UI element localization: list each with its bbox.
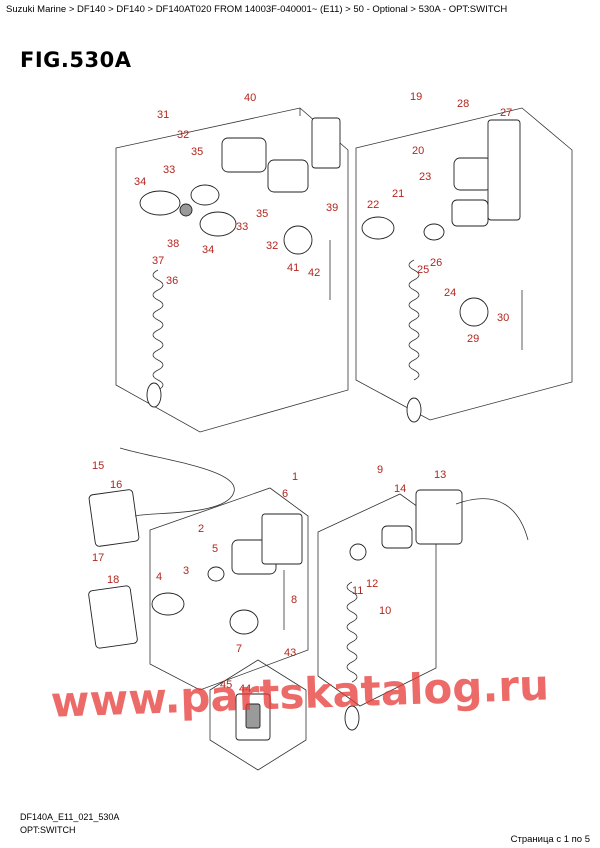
callout-13: 13 xyxy=(434,469,446,481)
callout-labels: 1 2 3 4 5 6 7 8 9 10 11 12 13 14 15 16 1… xyxy=(92,91,512,695)
callout-27: 27 xyxy=(500,107,512,119)
callout-15: 15 xyxy=(92,460,104,472)
callout-29: 29 xyxy=(467,333,479,345)
callout-33: 33 xyxy=(163,164,175,176)
callout-40: 40 xyxy=(244,92,256,104)
callout-4: 4 xyxy=(156,571,162,583)
callout-9: 9 xyxy=(377,464,383,476)
panel-a xyxy=(115,107,349,433)
pager-text: Страница с 1 по 5 xyxy=(510,834,590,845)
callout-12: 12 xyxy=(366,578,378,590)
callout-7: 7 xyxy=(236,643,242,655)
callout-14: 14 xyxy=(394,483,406,495)
callout-6: 6 xyxy=(282,488,288,500)
callout-39: 39 xyxy=(326,202,338,214)
callout-32: 32 xyxy=(177,129,189,141)
callout-24: 24 xyxy=(444,287,456,299)
callout-22: 22 xyxy=(367,199,379,211)
diagram-code: DF140A_E11_021_530A xyxy=(20,812,120,822)
callout-17: 17 xyxy=(92,552,104,564)
callout-30: 30 xyxy=(497,312,509,324)
callout-34-b: 34 xyxy=(202,244,214,256)
callout-37: 37 xyxy=(152,255,164,267)
callout-44: 44 xyxy=(239,683,251,695)
callout-5: 5 xyxy=(212,543,218,555)
panel-e xyxy=(209,659,307,771)
panel-b xyxy=(355,107,573,423)
callout-28: 28 xyxy=(457,98,469,110)
callout-45: 45 xyxy=(220,679,232,691)
callout-20: 20 xyxy=(412,145,424,157)
callout-43: 43 xyxy=(284,647,296,659)
callout-11: 11 xyxy=(352,585,363,597)
callout-3: 3 xyxy=(183,565,189,577)
callout-35: 35 xyxy=(191,146,203,158)
callout-2: 2 xyxy=(198,523,204,535)
callout-18: 18 xyxy=(107,574,119,586)
callout-25: 25 xyxy=(417,264,429,276)
callout-1: 1 xyxy=(292,471,298,483)
callout-32-b: 32 xyxy=(266,240,278,252)
callout-41: 41 xyxy=(287,262,299,274)
panel-d xyxy=(317,489,529,731)
breadcrumb[interactable]: Suzuki Marine > DF140 > DF140 > DF140AT0… xyxy=(6,4,508,15)
callout-19: 19 xyxy=(410,91,422,103)
callout-16: 16 xyxy=(110,479,122,491)
callout-23: 23 xyxy=(419,171,431,183)
callout-36: 36 xyxy=(166,275,178,287)
callout-21: 21 xyxy=(392,188,404,200)
callout-26: 26 xyxy=(430,257,442,269)
callout-33-b: 33 xyxy=(236,221,248,233)
diagram-name: OPT:SWITCH xyxy=(20,825,76,835)
callout-42: 42 xyxy=(308,267,320,279)
panel-c xyxy=(88,447,309,691)
callout-8: 8 xyxy=(291,594,297,606)
figure-title: FIG.530A xyxy=(20,48,132,72)
callout-10: 10 xyxy=(379,605,391,617)
callout-35-b: 35 xyxy=(256,208,268,220)
watermark: www.partskatalog.ru xyxy=(50,660,550,726)
callout-31: 31 xyxy=(157,109,169,121)
callout-34: 34 xyxy=(134,176,146,188)
callout-38: 38 xyxy=(167,238,179,250)
